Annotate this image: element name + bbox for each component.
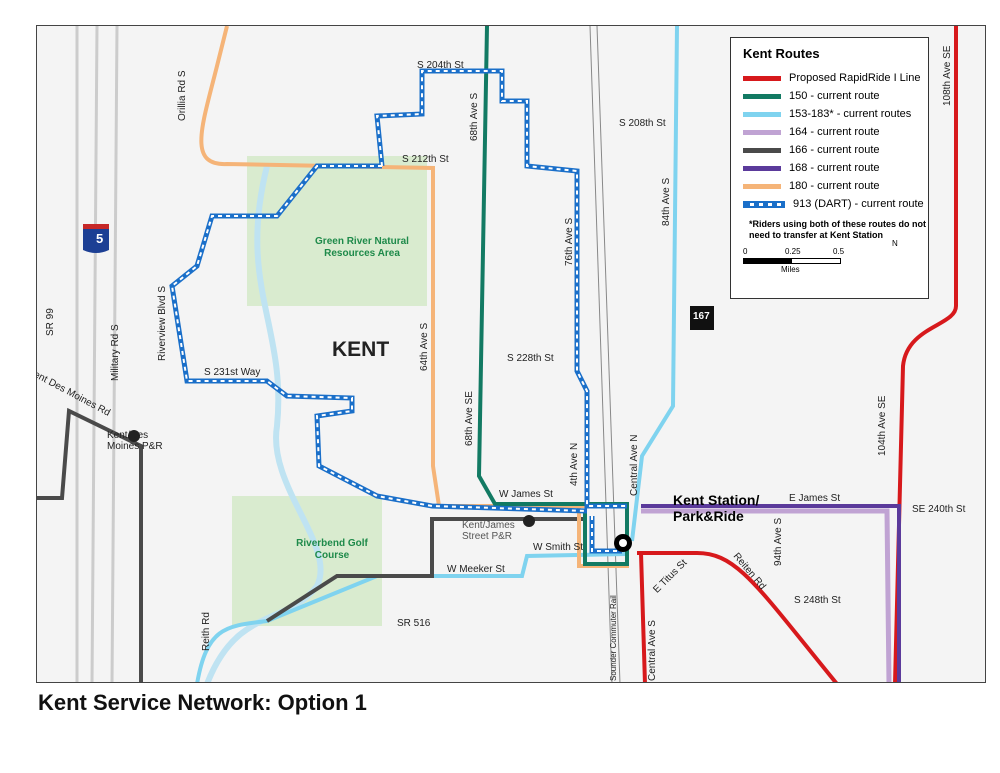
street-label: SE 240th St xyxy=(912,504,966,515)
legend-label: 913 (DART) - current route xyxy=(793,198,924,210)
street-label: Military Rd S xyxy=(110,324,121,381)
park-ride-icon xyxy=(523,515,535,527)
legend-label: 168 - current route xyxy=(789,162,880,174)
legend-note: *Riders using both of these routes do no… xyxy=(749,219,927,240)
legend-swatch xyxy=(743,111,781,117)
state-route-shield-icon xyxy=(690,306,714,330)
street-label: 94th Ave S xyxy=(773,517,784,566)
street-label: Riverview Blvd S xyxy=(157,285,168,361)
legend-swatch xyxy=(743,147,781,153)
park-label: Green River Natural Resources Area xyxy=(315,236,409,259)
pr-label: Kent/James Street P&R xyxy=(462,520,515,542)
pr-label: Kent/Des Moines P&R xyxy=(107,430,163,452)
legend-swatch xyxy=(743,93,781,99)
north-arrow-label: N xyxy=(892,239,898,248)
street-label: S 204th St xyxy=(417,60,464,71)
legend-label: 180 - current route xyxy=(789,180,880,192)
street-label: SR 516 xyxy=(397,618,431,629)
legend-item: 153-183* - current routes xyxy=(743,105,928,123)
highway-label: 167 xyxy=(693,311,710,322)
street-label: W Smith St xyxy=(533,542,584,553)
street-label: E James St xyxy=(789,493,841,504)
route-rapidride xyxy=(893,26,958,682)
legend-label: 150 - current route xyxy=(789,90,880,102)
street-label: S 248th St xyxy=(794,595,841,606)
interstate-shield-icon xyxy=(83,226,109,253)
route-map[interactable]: 5 167 KENT Kent Station/ Park&Ride Green… xyxy=(36,25,986,683)
scale-tick: 0 xyxy=(743,247,748,256)
scale-unit: Miles xyxy=(781,265,800,274)
map-canvas xyxy=(37,26,958,682)
legend-label: 164 - current route xyxy=(789,126,880,138)
route-166 xyxy=(37,407,587,682)
legend-item: 913 (DART) - current route xyxy=(743,195,928,213)
legend-swatch xyxy=(743,183,781,189)
street-label: Reith Rd xyxy=(201,612,212,651)
street-label: 4th Ave N xyxy=(569,442,580,486)
route-913-dart xyxy=(169,68,627,554)
route-164 xyxy=(641,508,892,682)
golf-label: Riverbend Golf Course xyxy=(296,538,368,561)
legend-item: 150 - current route xyxy=(743,87,928,105)
street-label: Sounder Commuter Rail xyxy=(609,595,618,681)
legend-item: Proposed RapidRide I Line xyxy=(743,69,928,87)
legend-label: 166 - current route xyxy=(789,144,880,156)
park-ride-icon xyxy=(128,430,140,442)
street-label: S 231st Way xyxy=(204,367,261,378)
city-label: KENT xyxy=(332,338,390,361)
street-label: 68th Ave S xyxy=(469,92,480,141)
scale-tick: 0.5 xyxy=(833,247,845,256)
scale-bar: 0 0.25 0.5 Miles N xyxy=(743,239,928,287)
street-label: SR 99 xyxy=(45,308,56,336)
highway-lines xyxy=(75,26,119,682)
legend: Kent Routes Proposed RapidRide I Line 150… xyxy=(730,37,929,299)
legend-label: 153-183* - current routes xyxy=(789,108,912,120)
route-168 xyxy=(641,504,901,682)
street-label: Orillia Rd S xyxy=(177,70,188,121)
street-label: 64th Ave S xyxy=(419,322,430,371)
route-913-dart-dash xyxy=(170,70,627,552)
station-label: Kent Station/ Park&Ride xyxy=(673,492,760,524)
park-area xyxy=(247,156,427,306)
scale-tick: 0.25 xyxy=(785,247,801,256)
street-label: 104th Ave SE xyxy=(877,395,888,456)
green-river xyxy=(204,165,324,682)
street-label: 84th Ave S xyxy=(661,177,672,226)
legend-title: Kent Routes xyxy=(743,46,820,61)
legend-swatch xyxy=(743,129,781,135)
route-rapidride-local xyxy=(637,551,838,682)
rail-line xyxy=(589,26,621,682)
street-label: 108th Ave SE xyxy=(942,45,953,106)
legend-item: 180 - current route xyxy=(743,177,928,195)
street-label: S 208th St xyxy=(619,118,666,129)
street-label: Central Ave N xyxy=(629,434,640,496)
street-label: Central Ave S xyxy=(647,620,658,681)
street-label: W James St xyxy=(499,489,553,500)
legend-item: 164 - current route xyxy=(743,123,928,141)
legend-label: Proposed RapidRide I Line xyxy=(789,72,921,84)
street-label: S 228th St xyxy=(507,353,554,364)
legend-swatch xyxy=(743,165,781,171)
legend-item: 166 - current route xyxy=(743,141,928,159)
interstate-label: 5 xyxy=(96,231,104,246)
street-label: 68th Ave SE xyxy=(464,391,475,446)
street-label: W Meeker St xyxy=(447,564,505,575)
legend-swatch xyxy=(743,75,781,81)
street-label: S 212th St xyxy=(402,154,449,165)
page-title: Kent Service Network: Option 1 xyxy=(38,690,367,715)
legend-swatch xyxy=(743,200,785,208)
legend-item: 168 - current route xyxy=(743,159,928,177)
street-label: 76th Ave S xyxy=(564,217,575,266)
